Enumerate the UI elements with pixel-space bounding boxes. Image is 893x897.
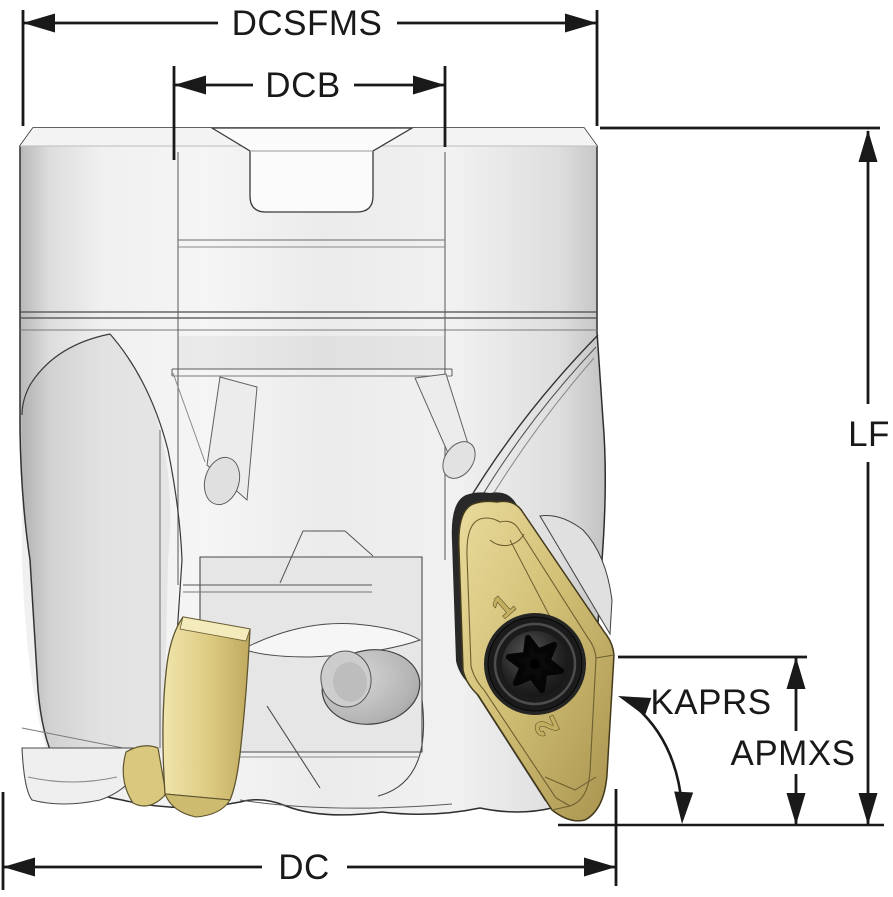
dcb-arrow-left [174,75,206,95]
body-wedge-behind-insert [539,515,613,636]
right-pin-end [442,441,476,479]
pocket-lower-curve [377,699,425,797]
insert-facet-lines [509,539,615,811]
left-flute-shade [22,334,171,790]
dcb-label: DCB [265,66,340,105]
lf-arrow-bottom [858,793,878,825]
kaprs-arrow-edge [618,696,652,716]
insert-facet-outline [466,517,597,807]
dcsfms-arrow-right [565,13,597,33]
seat-top-slant [279,530,374,584]
left-flute-lip-right [109,333,183,741]
right-flute-arc-outer [459,334,599,516]
bottom-center-edge [239,799,453,809]
apmxs-arrow-top [786,657,806,689]
lf-dimension: LF [600,126,890,825]
pocket-slant-line [172,372,206,463]
apmxs-arrow-bottom [786,793,806,825]
torx-center [530,659,540,669]
dc-arrow-right [584,857,616,877]
kaprs-arrow-base [674,791,694,824]
bottom-lip-inner-line [27,776,118,783]
dcsfms-arrow-left [23,13,55,33]
right-insert: 1 2 [451,492,615,822]
seat-leaf-highlight [241,623,422,658]
dcb-arrow-right [413,75,445,95]
dc-dimension: DC [1,789,618,890]
apmxs-dimension: APMXS [618,655,855,825]
left-insert [122,616,251,818]
insert-corner-arc [489,533,525,547]
dcb-dimension: DCB [172,66,447,160]
counterbore-inner-shade [332,662,368,702]
left-insert-strip [162,616,251,801]
left-insert-foot [122,745,167,807]
dcsfms-dimension: DCSFMS [21,4,599,126]
apmxs-label: APMXS [730,734,855,773]
left-pin-end [203,456,241,506]
dimensions: DCSFMS DCB LF [1,4,890,890]
drive-slot-notch [209,127,415,213]
dc-label: DC [278,848,330,887]
bore-recess-shade [178,336,445,369]
kaprs-label: KAPRS [650,683,771,722]
kaprs-dimension: KAPRS [618,683,771,824]
lf-label: LF [848,415,890,454]
pocket-lower-slant [266,705,321,789]
left-insert-bottom-tab [164,793,231,818]
lf-arrow-top [858,130,878,162]
screw-head-rim [493,622,577,706]
dc-arrow-left [3,857,35,877]
left-flute-lip-left [21,333,111,416]
left-insert-top-face [179,616,251,642]
dcsfms-label: DCSFMS [232,4,383,43]
